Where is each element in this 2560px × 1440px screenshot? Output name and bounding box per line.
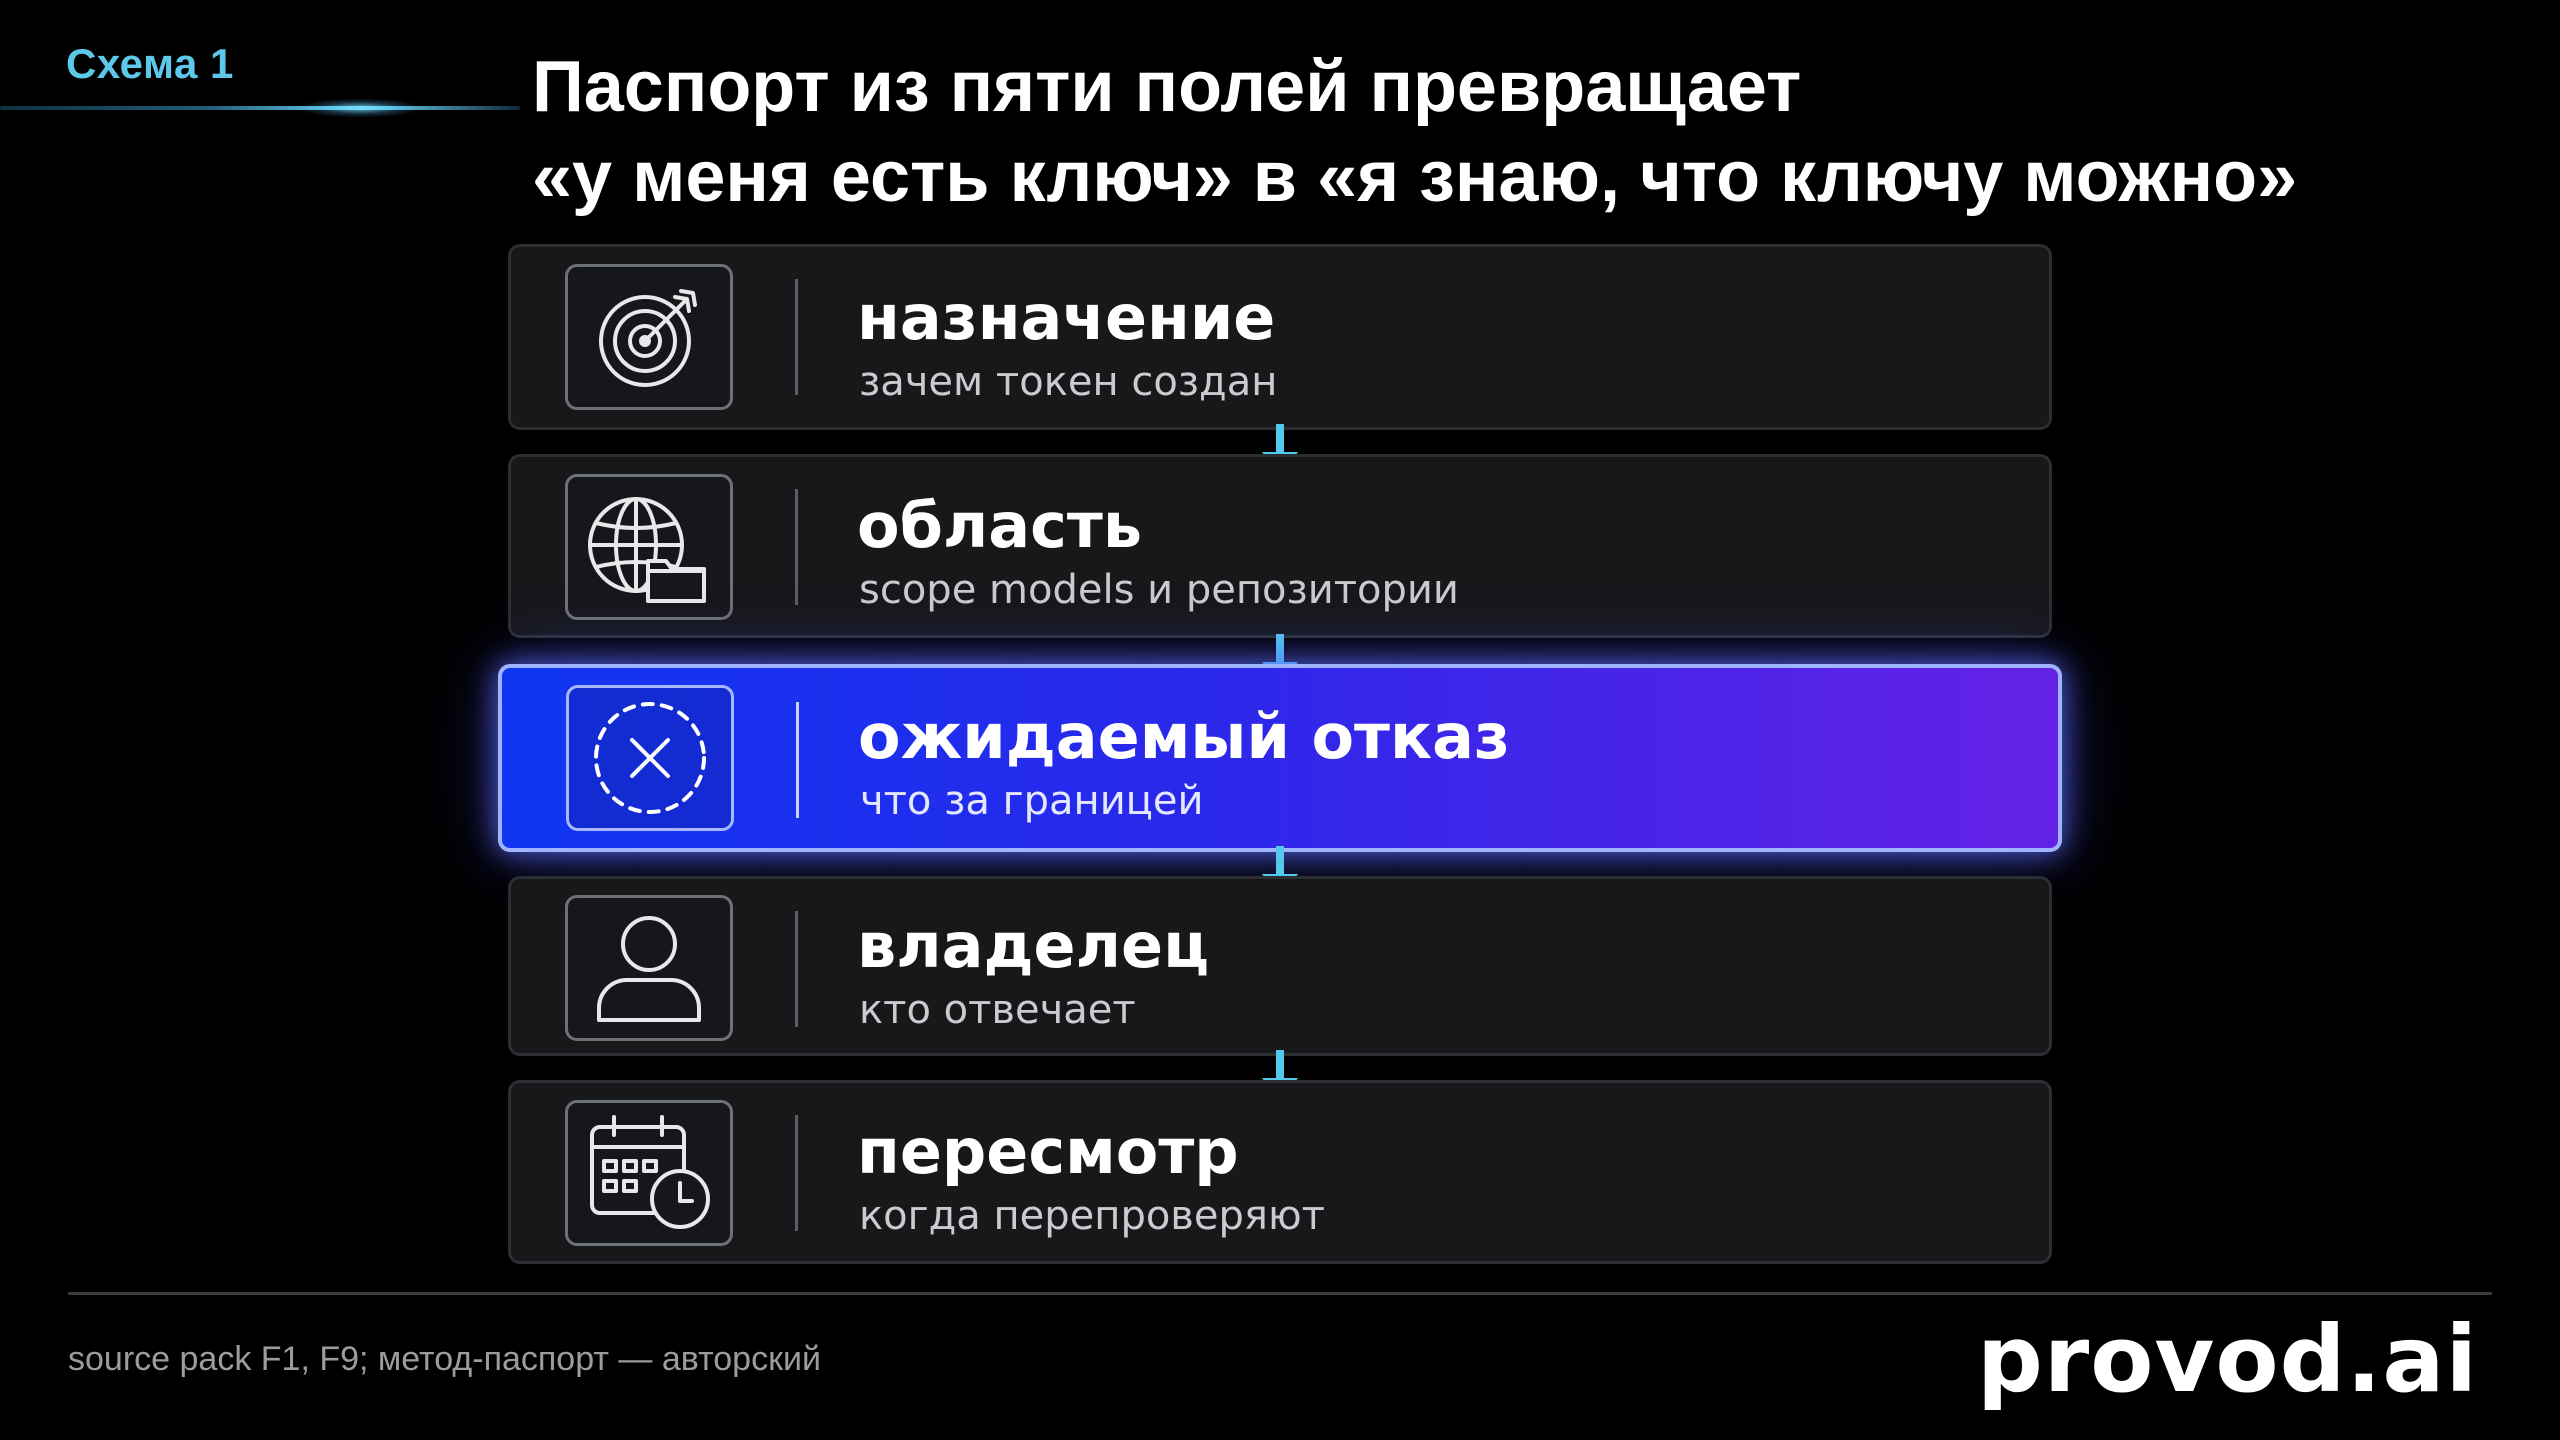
row-subtitle: когда перепроверяют bbox=[859, 1193, 1325, 1239]
footer-divider bbox=[68, 1292, 2492, 1295]
dashed-circle-x-icon bbox=[566, 685, 734, 831]
row-title: назначение bbox=[857, 281, 1276, 354]
row-divider bbox=[795, 1115, 798, 1231]
row-subtitle: зачем токен создан bbox=[859, 359, 1278, 405]
row-divider bbox=[796, 702, 799, 818]
source-note: source pack F1, F9; метод-паспорт — авто… bbox=[68, 1340, 821, 1378]
passport-field-scope: область scope models и репозитории bbox=[508, 454, 2052, 638]
person-icon bbox=[565, 895, 733, 1041]
brand-logo: provod.ai bbox=[1976, 1306, 2478, 1413]
row-title: владелец bbox=[857, 909, 1210, 982]
passport-field-expected-denial: ожидаемый отказ что за границей bbox=[498, 664, 2062, 852]
passport-field-owner: владелец кто отвечает bbox=[508, 876, 2052, 1056]
row-subtitle: что за границей bbox=[860, 778, 1204, 824]
slide-title: Паспорт из пяти полей превращает «у меня… bbox=[532, 42, 2522, 222]
slide-title-line-1: Паспорт из пяти полей превращает bbox=[532, 47, 1802, 127]
target-arrow-icon bbox=[565, 264, 733, 410]
calendar-clock-icon bbox=[565, 1100, 733, 1246]
scheme-label: Схема 1 bbox=[66, 40, 234, 87]
accent-glow bbox=[300, 99, 420, 117]
row-title: область bbox=[857, 489, 1143, 562]
row-divider bbox=[795, 489, 798, 605]
slide-title-line-2: «у меня есть ключ» в «я знаю, что ключу … bbox=[532, 137, 2298, 217]
row-subtitle: кто отвечает bbox=[859, 987, 1136, 1033]
row-divider bbox=[795, 911, 798, 1027]
row-divider bbox=[795, 279, 798, 395]
passport-field-purpose: назначение зачем токен создан bbox=[508, 244, 2052, 430]
row-subtitle: scope models и репозитории bbox=[859, 567, 1459, 613]
globe-folder-icon bbox=[565, 474, 733, 620]
row-title: ожидаемый отказ bbox=[858, 700, 1510, 773]
passport-field-review: пересмотр когда перепроверяют bbox=[508, 1080, 2052, 1264]
row-title: пересмотр bbox=[857, 1115, 1239, 1188]
accent-line bbox=[0, 106, 520, 110]
